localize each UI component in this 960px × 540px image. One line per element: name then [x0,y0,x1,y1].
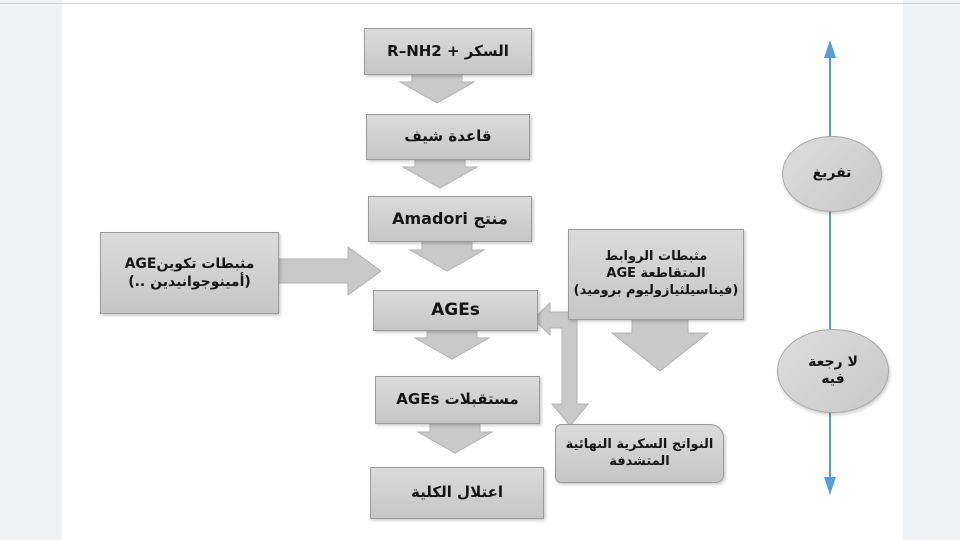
node-ages-receptors-label: مستقبلات AGEs [396,390,519,409]
node-amadori-label: منتج Amadori [392,208,508,228]
right-inhibitor-line3: (فيناسيلثيازوليوم بروميد) [573,282,739,298]
top-divider [0,3,960,4]
box-end-product: النواتج السكرية النهائية المتشدفة [555,424,724,483]
left-inhibitor-line1: مثبطات تكوينAGE [124,255,255,272]
box-right-inhibitor: مثبطات الروابط المتقاطعة AGE (فيناسيلثيا… [568,229,744,320]
node-ages: AGEs [373,290,538,331]
node-ages-label: AGEs [431,300,480,321]
left-inhibitor-line2: (أمينوجوانيدين ..) [128,274,251,290]
node-ages-receptors: مستقبلات AGEs [375,376,540,424]
node-schiff-base-label: قاعدة شيف [404,127,492,146]
ellipse-irreversible: لا رجعة فيه [777,329,889,413]
node-schiff-base: قاعدة شيف [366,114,530,160]
box-left-inhibitor: مثبطات تكوينAGE (أمينوجوانيدين ..) [100,232,279,314]
node-amadori: منتج Amadori [368,196,532,242]
axis-up-arrowhead [824,40,836,58]
ellipse-irreversible-line1: لا رجعة [808,353,858,370]
elbow-double-arrow [532,301,590,427]
down-arrow-right-inhibitor [610,316,710,372]
node-sugar-label: السكر + R–NH2 [387,41,509,60]
right-inhibitor-line1: مثبطات الروابط [604,249,708,265]
ellipse-irreversible-line2: فيه [821,371,845,387]
ellipse-discharge: تفريغ [782,136,882,212]
axis-down-arrowhead [824,477,836,495]
down-arrow-3 [408,237,486,272]
down-arrow-5 [416,419,494,454]
end-product-line2: المتشدفة [609,453,670,469]
node-nephropathy: اعتلال الكلية [370,467,544,519]
end-product-line1: النواتج السكرية النهائية [565,436,714,452]
right-arrow-left-inhibitor [276,246,382,296]
node-sugar: السكر + R–NH2 [364,28,532,75]
ellipse-discharge-label: تفريغ [812,165,852,182]
right-inhibitor-line2: المتقاطعة AGE [606,266,706,282]
node-nephropathy-label: اعتلال الكلية [411,483,503,502]
